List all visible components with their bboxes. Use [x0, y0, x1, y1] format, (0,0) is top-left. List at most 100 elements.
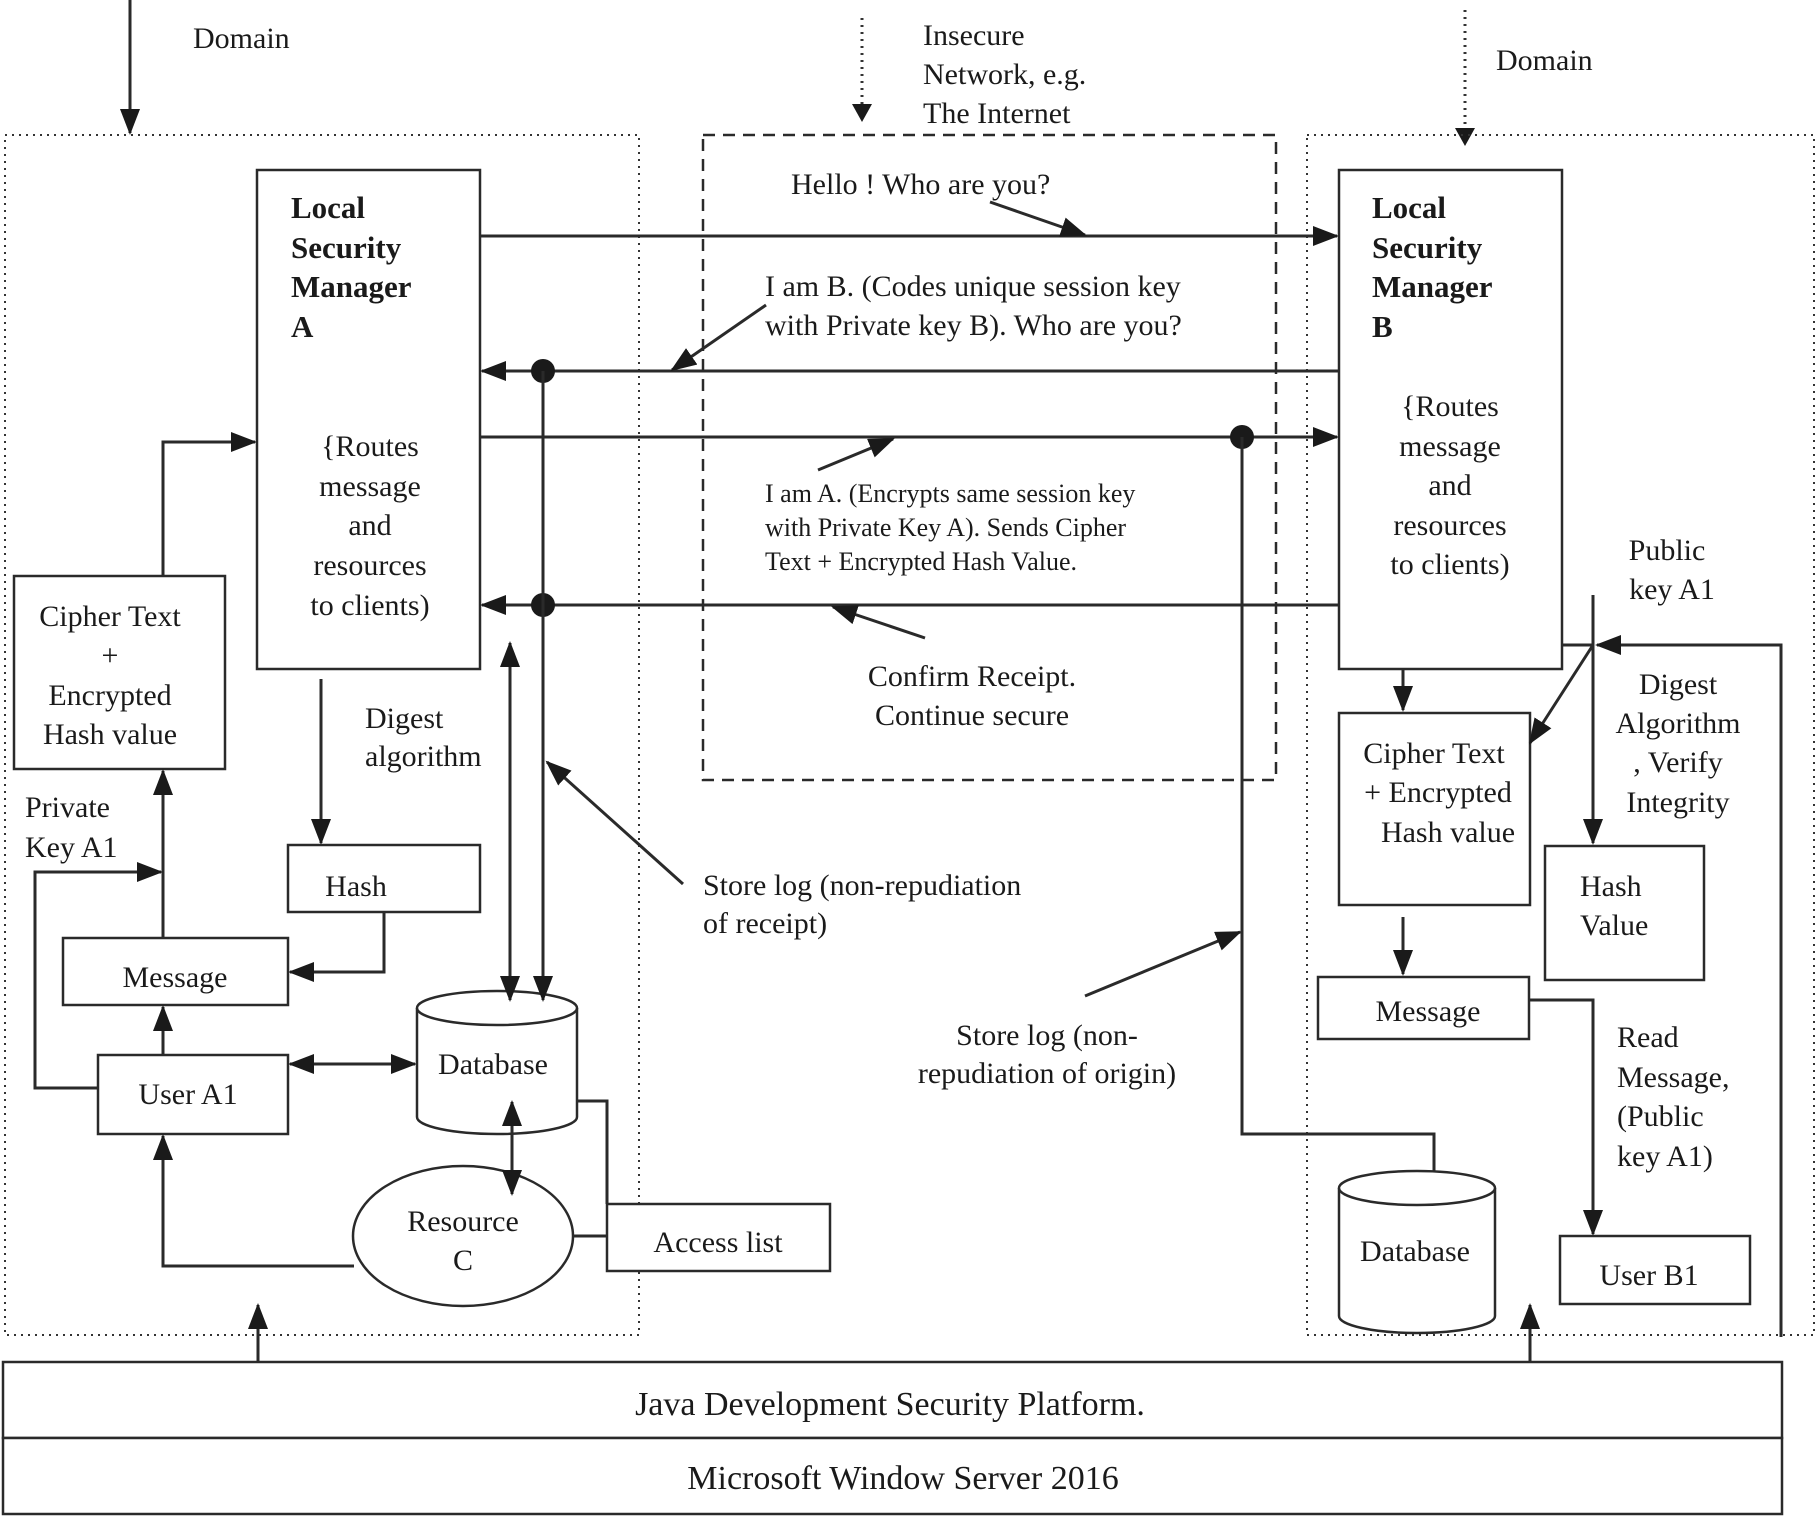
domain-right-label: Domain: [1496, 44, 1593, 77]
hello-pointer: [989, 200, 1087, 237]
lsm-a-routes4: resources: [313, 549, 426, 582]
left-domain: Domain: [4, 0, 640, 1336]
domain-right-arrowhead: [1455, 128, 1475, 146]
database-b: Database: [1337, 1169, 1497, 1335]
cipher-a-line3: Encrypted: [48, 679, 171, 712]
message-b-label: Message: [1376, 995, 1481, 1028]
database-b-body: [1337, 1188, 1497, 1335]
iam-b-label-line1: I am B. (Codes unique session key: [765, 270, 1181, 303]
hash-value-box: [1543, 844, 1706, 982]
network-label-line3: The Internet: [923, 97, 1071, 130]
digest-b-line1: Digest: [1639, 668, 1718, 701]
user-a1-box: [96, 1053, 290, 1136]
cipher-b-line2: + Encrypted: [1364, 776, 1512, 809]
lsm-a-line1: Local: [291, 190, 365, 225]
digest-b-line3: , Verify: [1633, 746, 1722, 779]
cipher-text-box-b: [1337, 711, 1532, 907]
log-to-database-b-line: [1240, 437, 1444, 1202]
iam-b-label-line2: with Private key B). Who are you?: [765, 309, 1182, 342]
lsm-b-line2: Security: [1372, 230, 1483, 265]
database-a-label: Database: [438, 1048, 548, 1081]
network-label-line2: Network, e.g.: [923, 58, 1086, 91]
user-a1-label: User A1: [138, 1078, 237, 1111]
digest-a-line2: algorithm: [365, 740, 482, 773]
store-origin-line1: Store log (non-: [956, 1019, 1138, 1052]
store-origin-line2: repudiation of origin): [918, 1057, 1176, 1090]
hello-label: Hello ! Who are you?: [791, 168, 1050, 201]
read-message-line3: (Public: [1617, 1100, 1704, 1133]
message-box-b: [1316, 975, 1531, 1041]
right-domain: Domain: [1306, 10, 1815, 1336]
iam-a-label-line2: with Private Key A). Sends Cipher: [765, 513, 1126, 542]
cipher-b-line3: Hash value: [1381, 816, 1515, 849]
lsm-b-routes3: and: [1428, 469, 1471, 502]
domain-left-label: Domain: [193, 22, 290, 55]
cipher-b-line1: Cipher Text: [1363, 737, 1505, 770]
lsm-a-line3: Manager: [291, 269, 412, 304]
os-label: Microsoft Window Server 2016: [687, 1460, 1118, 1497]
database-a-body: [415, 1008, 579, 1136]
security-manager-a-box: [255, 168, 482, 671]
access-list-label: Access list: [653, 1226, 783, 1259]
iam-b-pointer: [670, 303, 767, 372]
platform-stack: Java Development Security Platform. Micr…: [1, 1303, 1784, 1516]
store-log-labels: Store log (non-repudiation of receipt) S…: [703, 437, 1444, 1202]
public-key-line2: key A1: [1629, 573, 1715, 606]
network-boundary: [701, 133, 1278, 782]
database-access-connector: [577, 1099, 609, 1204]
private-key-line2: Key A1: [25, 831, 118, 864]
message-box-a: [61, 936, 290, 1007]
lsm-b-line1: Local: [1372, 190, 1446, 225]
store-receipt-line1: Store log (non-repudiation: [703, 869, 1021, 902]
left-components: Cipher Text + Encrypted Hash value Priva…: [12, 371, 832, 1308]
hash-to-message-arrow: [288, 912, 386, 982]
store-receipt-pointer: [545, 760, 685, 886]
database-b-top: [1337, 1169, 1497, 1207]
public-key-line1: Public: [1629, 534, 1706, 567]
cipher-a-line4: Hash value: [43, 718, 177, 751]
iam-a-label-line1: I am A. (Encrypts same session key: [765, 479, 1135, 508]
lsm-a-line2: Security: [291, 230, 402, 265]
handshake-flows: Hello ! Who are you? I am B. (Codes uniq…: [480, 168, 1339, 732]
lsm-a-line4: A: [291, 309, 314, 344]
security-manager-a: Local Security Manager A {Routes message…: [255, 168, 482, 671]
cipher-a-line1: Cipher Text: [39, 600, 181, 633]
hash-box-a: [286, 843, 482, 914]
cipher-text-box-a: [12, 574, 227, 771]
access-list-box: [605, 1202, 832, 1273]
user-b1-box: [1558, 1234, 1752, 1306]
user-to-private-key-arrow: [33, 862, 163, 1090]
digest-b-line4: Integrity: [1626, 786, 1729, 819]
resource-c-line2: C: [453, 1244, 473, 1277]
message-a-label: Message: [123, 961, 228, 994]
lsm-b-routes1: {Routes: [1401, 390, 1499, 423]
lsm-b-line3: Manager: [1372, 269, 1493, 304]
network-label-line1: Insecure: [923, 19, 1025, 52]
lsm-b-routes4: resources: [1393, 509, 1506, 542]
cipher-to-lsm-a-arrow: [161, 432, 257, 576]
hash-a-label: Hash: [325, 870, 387, 903]
confirm-label-line1: Confirm Receipt.: [868, 660, 1076, 693]
lsm-b-routes5: to clients): [1390, 548, 1509, 581]
database-a: Database: [415, 989, 579, 1136]
lsm-a-routes2: message: [319, 470, 421, 503]
iam-a-label-line3: Text + Encrypted Hash Value.: [765, 547, 1077, 576]
public-key-path-a: [1562, 595, 1595, 647]
insecure-network: Insecure Network, e.g. The Internet: [701, 18, 1278, 782]
confirm-pointer: [831, 605, 926, 640]
lsm-a-routes3: and: [348, 509, 391, 542]
security-manager-b-box: [1337, 168, 1564, 671]
message-to-user-b-arrow: [1529, 998, 1603, 1236]
confirm-label-line2: Continue secure: [875, 699, 1069, 732]
read-message-line1: Read: [1617, 1021, 1679, 1054]
right-components: Public key A1 Digest Algorithm , Verify …: [1316, 534, 1783, 1337]
database-b-label: Database: [1360, 1235, 1470, 1268]
public-key-return-line: [1595, 635, 1783, 1337]
user-b1-label: User B1: [1599, 1259, 1698, 1292]
domain-right-border: [1306, 134, 1815, 1336]
resource-c-line1: Resource: [407, 1205, 519, 1238]
read-message-line4: key A1): [1617, 1140, 1713, 1173]
java-platform-label: Java Development Security Platform.: [635, 1386, 1145, 1423]
database-a-top: [415, 989, 579, 1027]
